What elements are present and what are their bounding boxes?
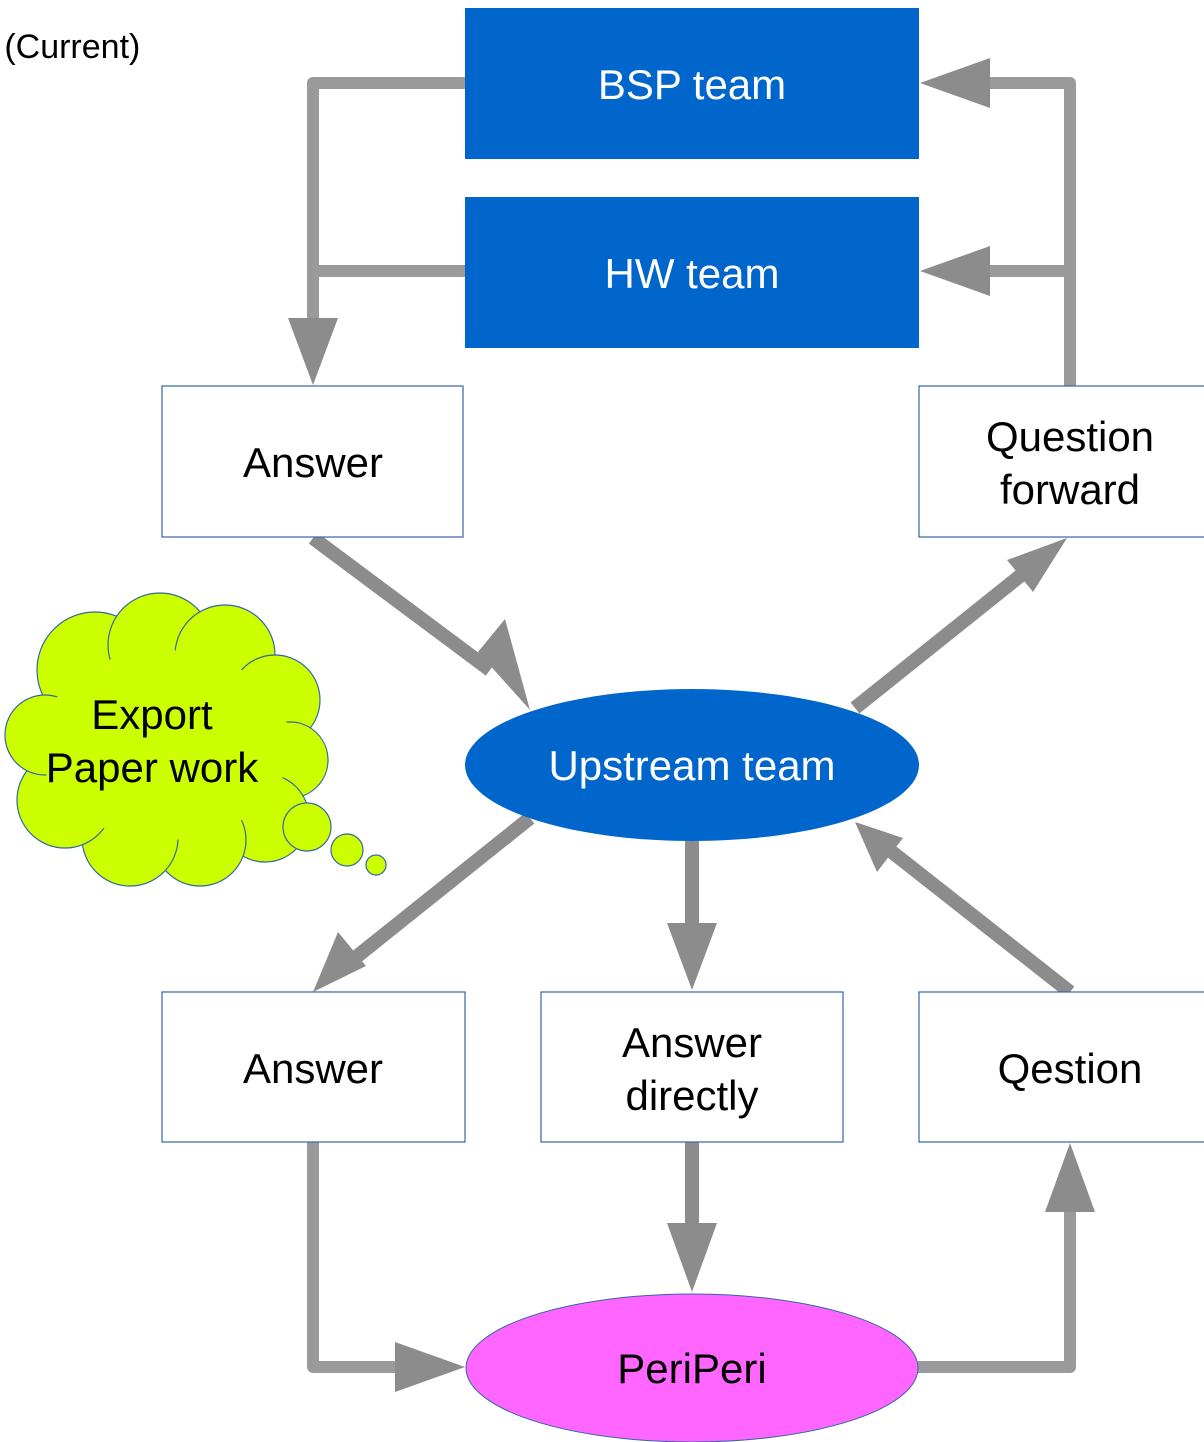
periperi-to-qestion-connector [918,1210,1076,1373]
question-forward-label-line2: forward [1000,466,1140,513]
connectors [288,58,1095,1392]
question-forward-to-bsp-connector [985,77,1076,386]
answer-bottom-label: Answer [243,1045,383,1092]
periperi-node: PeriPeri [465,1293,919,1442]
thought-bubble-medium [330,833,364,867]
qestion-label: Qestion [998,1045,1143,1092]
bsp-team-box: BSP team [465,8,919,159]
question-forward-box: Question forward [918,385,1204,538]
qestion-box: Qestion [918,991,1204,1143]
periperi-left-arrowhead [395,1342,465,1392]
periperi-label: PeriPeri [617,1345,766,1392]
thought-bubble-large [282,802,332,852]
hw-team-box: HW team [465,197,919,348]
answer-directly-arrowhead [667,923,717,990]
thought-bubble-small [365,854,387,876]
hw-team-label: HW team [604,250,779,297]
thought-cloud: Export Paper work [4,592,387,887]
answer-bottom-box: Answer [161,991,466,1143]
upstream-team-label: Upstream team [548,742,835,789]
upstream-to-answer-bottom-line [350,812,535,964]
bsp-arrowhead [920,58,990,108]
page-title-clip: ri (Current) [0,0,260,100]
question-forward-arrowhead [1007,538,1067,592]
answer-top-arrowhead [288,318,338,385]
answer-directly-label-line1: Answer [622,1019,762,1066]
hw-arrowhead [920,246,990,296]
answer-directly-label-line2: directly [625,1072,758,1119]
qestion-to-upstream-line [887,846,1075,998]
bsp-to-answer-connector [307,77,465,320]
page-title: ri (Current) [0,28,141,66]
qestion-arrowhead [1045,1143,1095,1212]
answer-bottom-arrowhead [313,932,366,992]
upstream-from-qestion-arrowhead [855,822,903,872]
answer-to-upstream-line [308,532,495,676]
bsp-team-label: BSP team [598,61,786,108]
upstream-to-question-forward-line [850,562,1035,714]
upstream-team-node: Upstream team [465,689,919,841]
thought-cloud-line2: Paper work [46,744,259,791]
thought-cloud-line1: Export [91,691,213,738]
answer-directly-box: Answer directly [540,991,844,1143]
answer-top-label: Answer [243,439,383,486]
answer-bottom-to-periperi-connector [307,1142,400,1373]
question-forward-label-line1: Question [986,413,1154,460]
upstream-from-answer-arrowhead [478,619,530,710]
answer-top-box: Answer [161,385,464,538]
periperi-top-arrowhead [667,1223,717,1292]
